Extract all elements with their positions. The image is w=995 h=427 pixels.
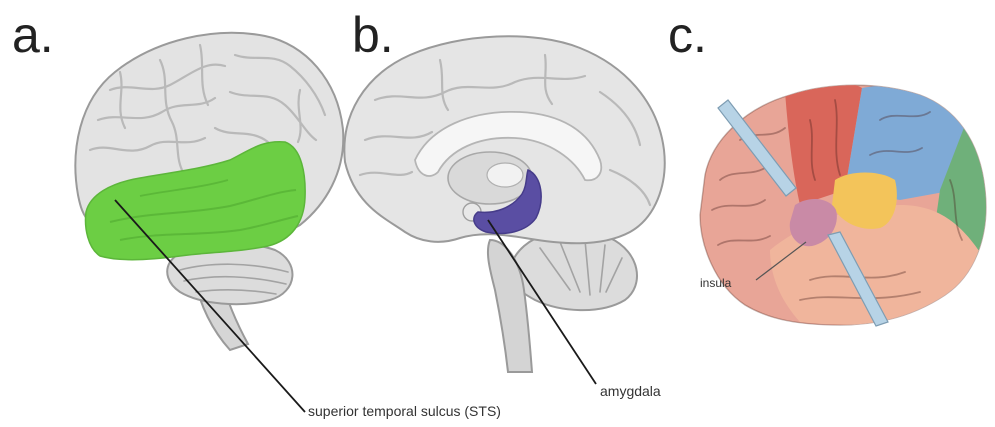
panel-b-letter: b. <box>352 7 394 63</box>
panel-a-letter: a. <box>12 7 54 63</box>
panel-b: b. <box>344 7 664 399</box>
sts-label: superior temporal sulcus (STS) <box>308 403 501 419</box>
brain-insula-icon <box>700 82 989 326</box>
panel-c: c. <box>668 7 989 326</box>
brain-lateral-icon <box>75 33 343 350</box>
insula-label: insula <box>700 276 732 290</box>
brain-sagittal-icon <box>344 36 664 372</box>
amygdala-label: amygdala <box>600 383 661 399</box>
panel-c-letter: c. <box>668 7 707 63</box>
